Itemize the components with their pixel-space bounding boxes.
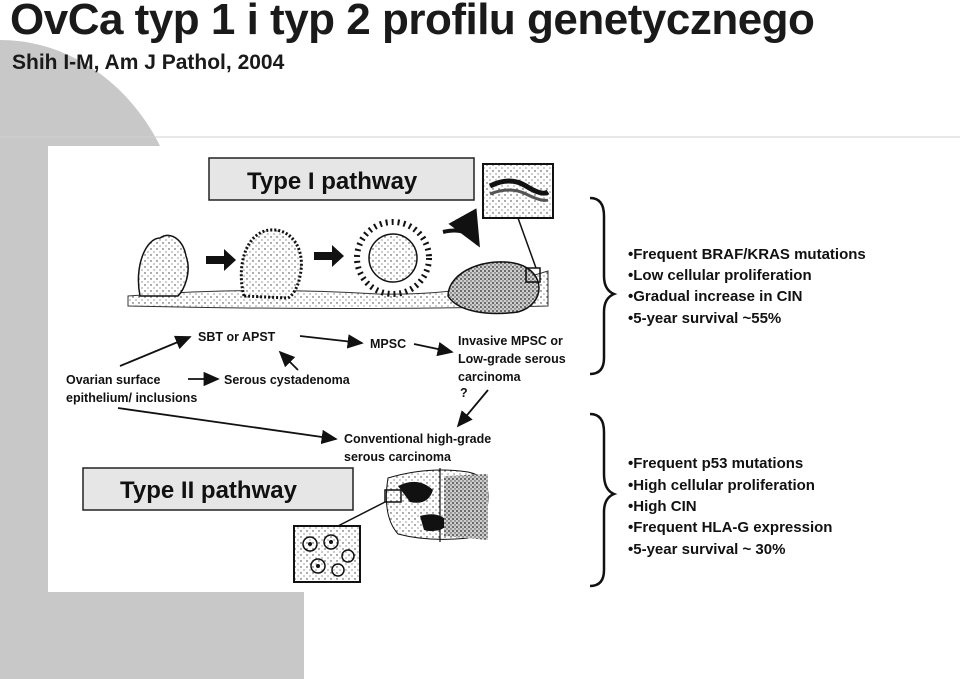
flow-epithelium: epithelium/ inclusions xyxy=(66,391,197,405)
flow-sbt-apst: SBT or APST xyxy=(198,330,276,344)
flow-question-mark: ? xyxy=(460,386,468,400)
type1-label-box: Type I pathway xyxy=(208,157,475,201)
type2-feature-5: •5-year survival ~ 30% xyxy=(628,541,785,558)
flow-conventional-line-2: serous carcinoma xyxy=(344,450,452,464)
type1-label: Type I pathway xyxy=(247,168,418,195)
flow-invasive-line-2: Low-grade serous xyxy=(458,352,566,366)
type1-feature-2: •Low cellular proliferation xyxy=(628,267,812,284)
type2-feature-1: •Frequent p53 mutations xyxy=(628,455,803,472)
slide-title: OvCa typ 1 i typ 2 profilu genetycznego xyxy=(10,0,815,44)
flow-invasive-line-1: Invasive MPSC or xyxy=(458,334,563,348)
type1-bracket xyxy=(589,196,618,376)
type2-bracket xyxy=(589,412,618,588)
type1-feature-3: •Gradual increase in CIN xyxy=(628,288,802,305)
flow-arrows xyxy=(117,334,489,445)
type2-feature-3: •High CIN xyxy=(628,498,697,515)
pathway-diagram: Type I pathway xyxy=(66,157,866,588)
type2-feature-4: •Frequent HLA-G expression xyxy=(628,519,832,536)
flow-serous-cystadenoma: Serous cystadenoma xyxy=(224,373,351,387)
slide-subtitle: Shih I-M, Am J Pathol, 2004 xyxy=(12,51,285,74)
type1-inset-image xyxy=(482,163,554,269)
flow-ovarian-surface: Ovarian surface xyxy=(66,373,161,387)
type1-tissue-illustration xyxy=(127,208,549,315)
type2-feature-2: •High cellular proliferation xyxy=(628,477,815,494)
type2-tissue-illustration xyxy=(337,468,489,542)
flow-invasive-line-3: carcinoma xyxy=(458,370,522,384)
type2-label: Type II pathway xyxy=(120,477,298,504)
flow-mpsc: MPSC xyxy=(370,337,406,351)
flow-conventional-line-1: Conventional high-grade xyxy=(344,432,491,446)
type2-inset-image xyxy=(293,525,361,583)
type1-feature-4: •5-year survival ~55% xyxy=(628,310,781,327)
type2-label-box: Type II pathway xyxy=(82,467,354,511)
type1-feature-1: •Frequent BRAF/KRAS mutations xyxy=(628,246,866,263)
pathway-figure: Type I pathway xyxy=(48,146,960,592)
